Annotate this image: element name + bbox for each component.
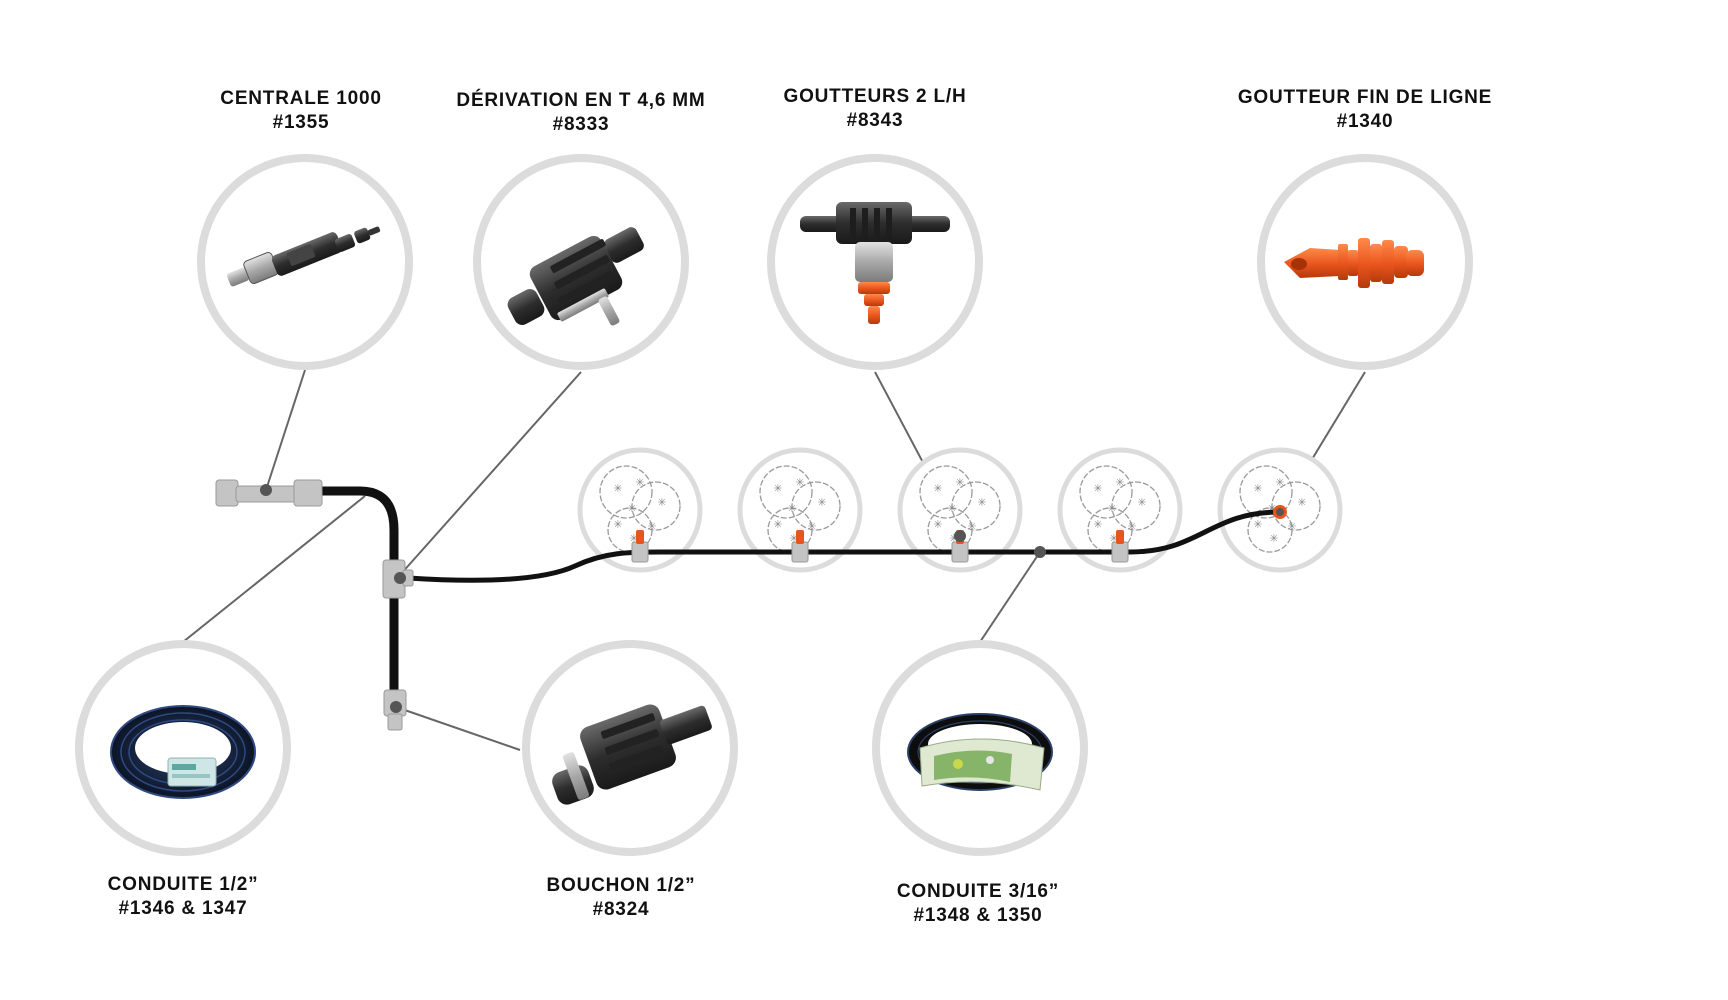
label-ref: #1355 bbox=[273, 112, 330, 133]
inline-dripper bbox=[791, 530, 809, 563]
leader-lines bbox=[182, 369, 1366, 751]
flower-glyph: ✳ bbox=[1127, 520, 1136, 533]
flower-glyph: ✳ bbox=[657, 496, 666, 509]
plant-circle: ✳✳✳✳✳✳✳ bbox=[897, 447, 1023, 573]
irrigation-pipes bbox=[317, 486, 1283, 695]
flower-glyph: ✳ bbox=[613, 518, 622, 531]
label-name: CONDUITE 3/16” bbox=[897, 881, 1059, 902]
pressure-regulator-icon bbox=[227, 226, 381, 287]
flower-glyph: ✳ bbox=[613, 482, 622, 495]
flower-glyph: ✳ bbox=[1093, 482, 1102, 495]
label-ref: #8333 bbox=[553, 114, 610, 135]
label-ref: #1346 & 1347 bbox=[119, 898, 248, 919]
flower-glyph: ✳ bbox=[635, 476, 644, 489]
end-cap-icon bbox=[552, 704, 712, 805]
flower-glyph: ✳ bbox=[933, 518, 942, 531]
end-line-dripper-icon bbox=[1284, 238, 1424, 288]
leader-conduite-12 bbox=[182, 495, 366, 643]
micro-tube bbox=[405, 509, 1283, 583]
label-ref: #8324 bbox=[593, 899, 650, 920]
label-name: BOUCHON 1/2” bbox=[547, 875, 696, 896]
main-pipe-feed bbox=[317, 486, 399, 573]
label-name: CONDUITE 1/2” bbox=[108, 874, 259, 895]
flower-glyph: ✳ bbox=[629, 532, 638, 545]
flower-glyph: ✳ bbox=[773, 482, 782, 495]
flower-glyph: ✳ bbox=[1297, 496, 1306, 509]
flower-glyph: ✳ bbox=[1115, 476, 1124, 489]
flower-glyph: ✳ bbox=[647, 520, 656, 533]
label-name: GOUTTEURS 2 L/H bbox=[783, 86, 966, 107]
label-name: DÉRIVATION EN T 4,6 MM bbox=[456, 89, 705, 111]
plant-circle: ✳✳✳✳✳✳✳ bbox=[1057, 447, 1183, 573]
inline-end-dripper bbox=[1273, 505, 1287, 519]
label-ref: #8343 bbox=[847, 110, 904, 131]
leader-bouchon bbox=[395, 706, 521, 751]
flower-glyph: ✳ bbox=[1107, 502, 1116, 515]
flower-glyph: ✳ bbox=[947, 502, 956, 515]
leader-derivation bbox=[399, 371, 582, 576]
label-ref: #1340 bbox=[1337, 111, 1394, 132]
inline-dripper bbox=[631, 530, 649, 563]
hose-coil-icon bbox=[110, 705, 256, 799]
flower-glyph: ✳ bbox=[795, 476, 804, 489]
flower-glyph: ✳ bbox=[955, 476, 964, 489]
inline-end-cap bbox=[383, 689, 407, 731]
inline-t-connector bbox=[382, 559, 414, 599]
flower-glyph: ✳ bbox=[967, 520, 976, 533]
leader-conduite-316 bbox=[979, 551, 1041, 643]
dripper-icon bbox=[800, 202, 950, 324]
micro-tube-coil-icon bbox=[907, 713, 1053, 791]
flower-glyph: ✳ bbox=[1137, 496, 1146, 509]
flower-glyph: ✳ bbox=[1275, 476, 1284, 489]
flower-glyph: ✳ bbox=[1093, 518, 1102, 531]
flower-glyph: ✳ bbox=[773, 518, 782, 531]
flower-glyph: ✳ bbox=[1287, 520, 1296, 533]
inline-dripper bbox=[1111, 530, 1129, 563]
flower-glyph: ✳ bbox=[977, 496, 986, 509]
t-connector-icon bbox=[507, 227, 644, 326]
flower-glyph: ✳ bbox=[627, 502, 636, 515]
flower-glyph: ✳ bbox=[933, 482, 942, 495]
flower-glyph: ✳ bbox=[949, 532, 958, 545]
micro-tube-junction bbox=[1034, 546, 1046, 558]
leader-centrale bbox=[265, 369, 306, 491]
label-name: GOUTTEUR FIN DE LIGNE bbox=[1238, 87, 1492, 108]
flower-glyph: ✳ bbox=[789, 532, 798, 545]
flower-glyph: ✳ bbox=[817, 496, 826, 509]
flower-glyph: ✳ bbox=[787, 502, 796, 515]
flower-glyph: ✳ bbox=[807, 520, 816, 533]
plant-circle: ✳✳✳✳✳✳✳ bbox=[737, 447, 863, 573]
plant-circles: ✳✳✳✳✳✳✳✳✳✳✳✳✳✳✳✳✳✳✳✳✳✳✳✳✳✳✳✳✳✳✳✳✳✳✳ bbox=[577, 447, 1343, 573]
plant-circle: ✳✳✳✳✳✳✳ bbox=[577, 447, 703, 573]
inline-drippers bbox=[631, 530, 1129, 563]
flower-glyph: ✳ bbox=[1109, 532, 1118, 545]
label-name: CENTRALE 1000 bbox=[220, 88, 381, 109]
label-ref: #1348 & 1350 bbox=[914, 905, 1043, 926]
inline-regulator bbox=[215, 479, 323, 507]
flower-glyph: ✳ bbox=[1267, 502, 1276, 515]
flower-glyph: ✳ bbox=[1253, 518, 1262, 531]
flower-glyph: ✳ bbox=[1269, 532, 1278, 545]
flower-glyph: ✳ bbox=[1253, 482, 1262, 495]
dripper-leader-dot bbox=[954, 530, 966, 542]
product-labels: CENTRALE 1000 #1355 DÉRIVATION EN T 4,6 … bbox=[108, 86, 1492, 926]
